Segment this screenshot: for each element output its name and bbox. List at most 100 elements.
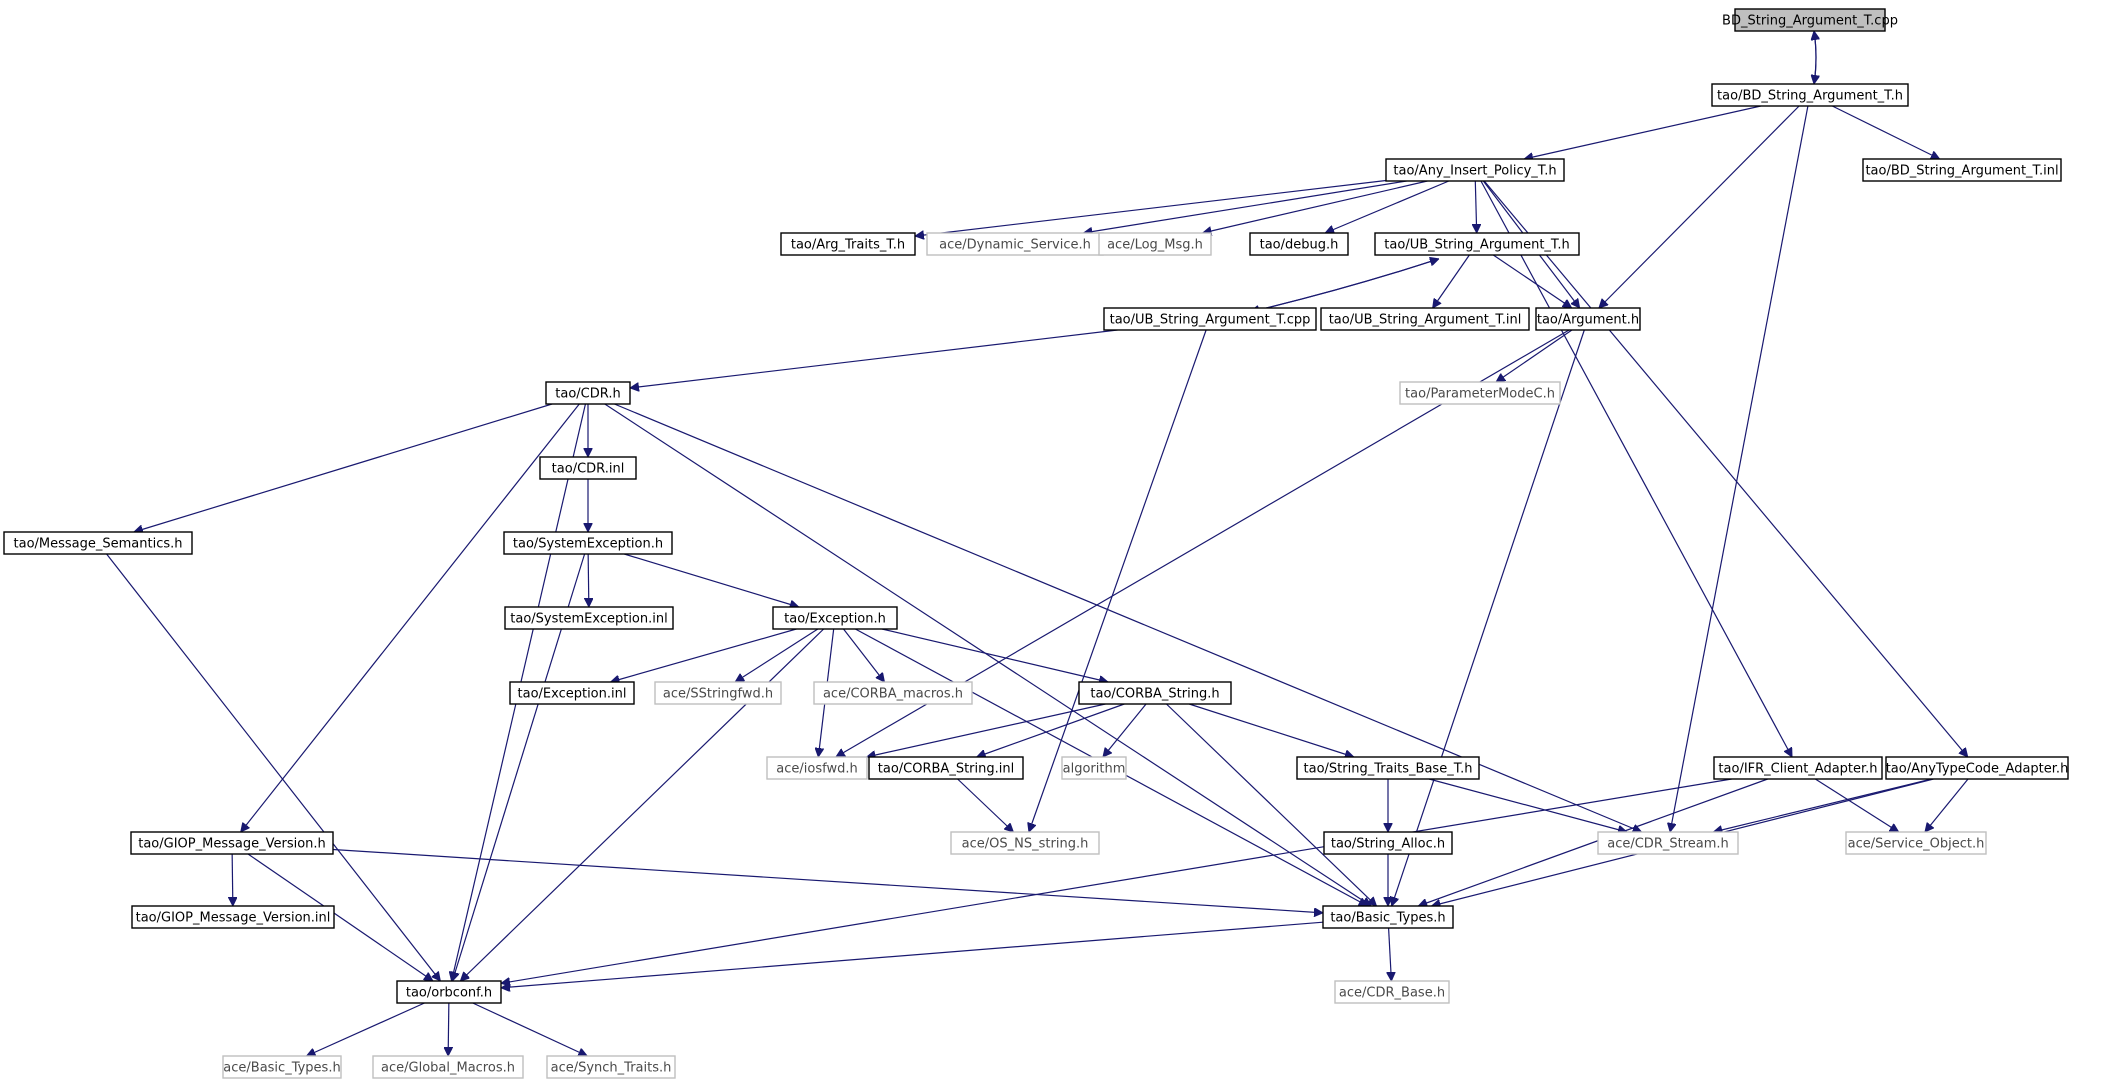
node-giopvinl[interactable]: tao/GIOP_Message_Version.inl [131,905,335,929]
node-cdrs[interactable]: ace/CDR_Stream.h [1597,831,1739,855]
node-label: tao/SystemException.h [513,537,663,552]
node-argh[interactable]: tao/Argument.h [1535,307,1641,331]
node-label: tao/CORBA_String.h [1090,687,1219,702]
node-cstrinl[interactable]: tao/CORBA_String.inl [868,756,1024,780]
node-log[interactable]: ace/Log_Msg.h [1098,232,1212,256]
edge-bdh-to-argh [1599,105,1800,308]
node-box [1713,756,1883,780]
edge-bdh-to-aip [1524,105,1762,159]
edge-cdrh-to-bt [604,403,1371,906]
node-atca[interactable]: tao/AnyTypeCode_Adapter.h [1885,756,2069,780]
node-cdrbase[interactable]: ace/CDR_Base.h [1334,980,1450,1004]
node-abt[interactable]: ace/Basic_Types.h [222,1055,342,1079]
edge-exh-to-orbconf [460,628,825,981]
node-algo[interactable]: algorithm [1061,756,1127,780]
node-cdrinl[interactable]: tao/CDR.inl [539,456,637,480]
node-label: tao/Arg_Traits_T.h [791,238,905,253]
node-label: ace/Synch_Traits.h [551,1061,672,1076]
node-bdh[interactable]: tao/BD_String_Argument_T.h [1711,83,1909,107]
node-svco[interactable]: ace/Service_Object.h [1845,831,1987,855]
node-label: BD_String_Argument_T.cpp [1722,14,1898,29]
node-msgsem[interactable]: tao/Message_Semantics.h [3,531,193,555]
edge-aip-to-dyn [1083,180,1407,233]
node-box [1334,980,1450,1004]
edge-cstrinl-to-osns [957,778,1014,832]
edge-orbconf-to-synch [472,1002,587,1056]
edge-ubcpp-to-ubh [1250,259,1439,313]
node-bt[interactable]: tao/Basic_Types.h [1322,905,1454,929]
node-label: ace/iosfwd.h [776,762,857,777]
node-dyn[interactable]: ace/Dynamic_Service.h [926,232,1104,256]
node-root[interactable]: BD_String_Argument_T.cpp [1722,8,1898,32]
node-ssfwd[interactable]: ace/SStringfwd.h [654,681,782,705]
node-gmac[interactable]: ace/Global_Macros.h [372,1055,524,1079]
node-salloc[interactable]: tao/String_Alloc.h [1323,831,1453,855]
node-label: tao/Any_Insert_Policy_T.h [1393,164,1556,179]
node-label: ace/Global_Macros.h [381,1061,515,1076]
edge-cstrh-to-bt [1166,703,1376,906]
node-box [1322,905,1454,929]
node-giopv[interactable]: tao/GIOP_Message_Version.h [130,831,334,855]
node-cstrh[interactable]: tao/CORBA_String.h [1078,681,1232,705]
node-label: tao/Argument.h [1537,313,1639,328]
node-sysexinl[interactable]: tao/SystemException.inl [504,606,674,630]
node-ifr[interactable]: tao/IFR_Client_Adapter.h [1713,756,1883,780]
node-label: tao/debug.h [1260,238,1339,253]
node-label: tao/Message_Semantics.h [14,537,183,552]
node-label: ace/Dynamic_Service.h [939,238,1091,253]
edge-cstrh-to-algo [1103,703,1147,757]
edge-exh-to-ssfwd [735,628,819,682]
edge-aip-to-atca [1483,180,1968,757]
node-ubcpp[interactable]: tao/UB_String_Argument_T.cpp [1103,307,1317,331]
edge-aip-to-argtr [915,179,1387,237]
edge-ifr-to-svco [1814,778,1898,832]
node-label: tao/IFR_Client_Adapter.h [1718,762,1877,777]
node-box [1061,756,1127,780]
node-cmac[interactable]: ace/CORBA_macros.h [813,681,973,705]
node-label: ace/CDR_Stream.h [1607,837,1729,852]
edge-stb-to-cdrs [1428,778,1627,832]
node-dbg[interactable]: tao/debug.h [1249,232,1349,256]
node-label: ace/OS_NS_string.h [962,837,1089,852]
edge-atca-to-cdrs [1713,778,1932,832]
edge-orbconf-to-gmac [448,1002,449,1056]
node-stb[interactable]: tao/String_Traits_Base_T.h [1296,756,1480,780]
node-sysexh[interactable]: tao/SystemException.h [503,531,673,555]
edge-cdrh-to-msgsem [134,403,553,532]
node-exinl[interactable]: tao/Exception.inl [509,681,635,705]
node-ubh[interactable]: tao/UB_String_Argument_T.h [1374,232,1580,256]
node-label: tao/String_Traits_Base_T.h [1304,762,1473,777]
node-iosfwd[interactable]: ace/iosfwd.h [766,756,868,780]
node-label: tao/Basic_Types.h [1330,911,1445,926]
node-box [1711,83,1909,107]
node-box [1734,8,1886,32]
edge-aip-to-dbg [1325,180,1450,233]
node-box [396,980,502,1004]
node-label: tao/BD_String_Argument_T.h [1717,89,1903,104]
node-aip[interactable]: tao/Any_Insert_Policy_T.h [1385,158,1565,182]
node-box [1078,681,1232,705]
node-box [372,1055,524,1079]
node-box [545,381,631,405]
nodes-layer: BD_String_Argument_T.cpp tao/BD_String_Ar… [3,8,2069,1079]
edge-ubh-to-ubinl [1433,254,1470,308]
node-bdinl[interactable]: tao/BD_String_Argument_T.inl [1862,158,2062,182]
node-box [772,606,898,630]
node-ubinl[interactable]: tao/UB_String_Argument_T.inl [1320,307,1530,331]
node-exh[interactable]: tao/Exception.h [772,606,898,630]
node-synch[interactable]: ace/Synch_Traits.h [546,1055,676,1079]
node-argtr[interactable]: tao/Arg_Traits_T.h [780,232,916,256]
node-cdrh[interactable]: tao/CDR.h [545,381,631,405]
edge-ubcpp-to-cdrh [630,329,1118,388]
edge-sysexh-to-exh [624,553,799,607]
node-orbconf[interactable]: tao/orbconf.h [396,980,502,1004]
edge-aip-to-ubh [1475,180,1476,233]
edge-ubh-to-ubcpp [1250,258,1440,312]
node-box [1385,158,1565,182]
node-osns[interactable]: ace/OS_NS_string.h [950,831,1100,855]
node-pmc[interactable]: tao/ParameterModeC.h [1399,381,1561,405]
node-box [654,681,782,705]
node-label: tao/ParameterModeC.h [1405,387,1555,402]
edge-argh-to-bt [1392,329,1585,906]
edge-giopv-to-orbconf [247,853,433,981]
